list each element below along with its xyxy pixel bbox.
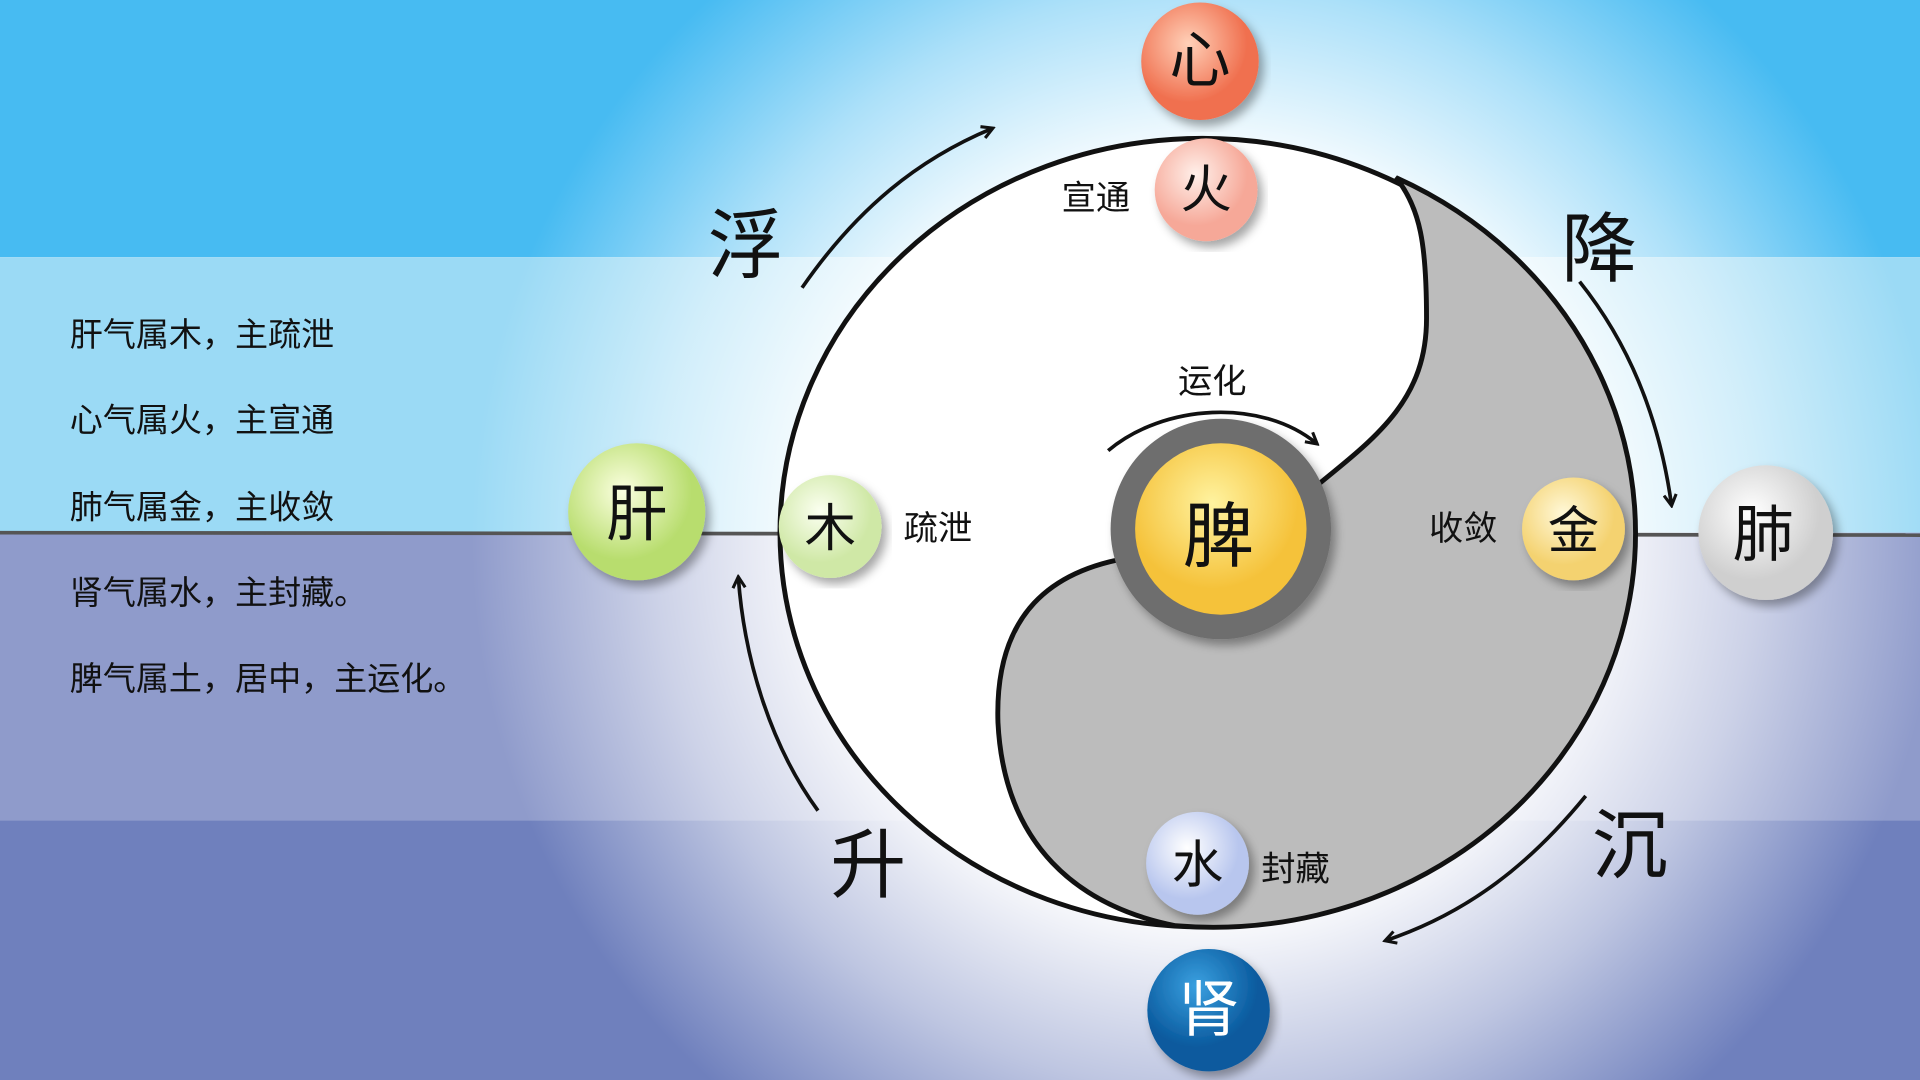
- metal-node: [1522, 477, 1625, 581]
- fire-node: [1154, 138, 1258, 242]
- rise-label: 升: [830, 821, 906, 909]
- liver-node: [568, 443, 706, 581]
- lung-label: 肺: [1733, 500, 1794, 571]
- float-label: 浮: [708, 202, 784, 290]
- descend-label: 降: [1561, 206, 1637, 294]
- heart-node: [1141, 2, 1259, 120]
- wood-node: [778, 475, 882, 578]
- sink-arrow: [1386, 794, 1588, 940]
- side-text-line: 肾气属水，主封藏。: [70, 573, 367, 612]
- kidney-node: [1147, 948, 1270, 1072]
- liver-label: 肝: [606, 479, 667, 550]
- metal-label: 金: [1548, 501, 1599, 561]
- water-node: [1146, 811, 1249, 915]
- heart-label: 心: [1169, 26, 1230, 97]
- wood-function-label: 疏泄: [904, 509, 973, 549]
- side-text-line: 肝气属木，主疏泄: [70, 315, 334, 354]
- side-text-line: 肺气属金，主收敛: [70, 487, 334, 526]
- side-text-line: 脾气属土，居中，主运化。: [70, 659, 467, 698]
- spleen-label: 脾: [1183, 495, 1254, 578]
- spleen-function-label: 运化: [1178, 362, 1247, 402]
- descend-arrow: [1578, 280, 1672, 505]
- fire-label: 火: [1180, 160, 1231, 220]
- water-label: 水: [1172, 836, 1223, 896]
- sink-label: 沉: [1592, 802, 1668, 890]
- spleen-node: [1135, 443, 1307, 615]
- transform-arrow: [1106, 410, 1316, 453]
- lung-node: [1698, 465, 1834, 600]
- side-text-line: 心气属火，主宣通: [70, 401, 334, 440]
- water-function-label: 封藏: [1261, 849, 1330, 889]
- rise-arrow: [738, 578, 820, 812]
- wood-label: 木: [805, 499, 856, 559]
- float-arrow: [800, 129, 992, 289]
- fire-function-label: 宣通: [1062, 178, 1131, 218]
- kidney-label: 肾: [1178, 975, 1239, 1046]
- metal-function-label: 收敛: [1429, 509, 1498, 549]
